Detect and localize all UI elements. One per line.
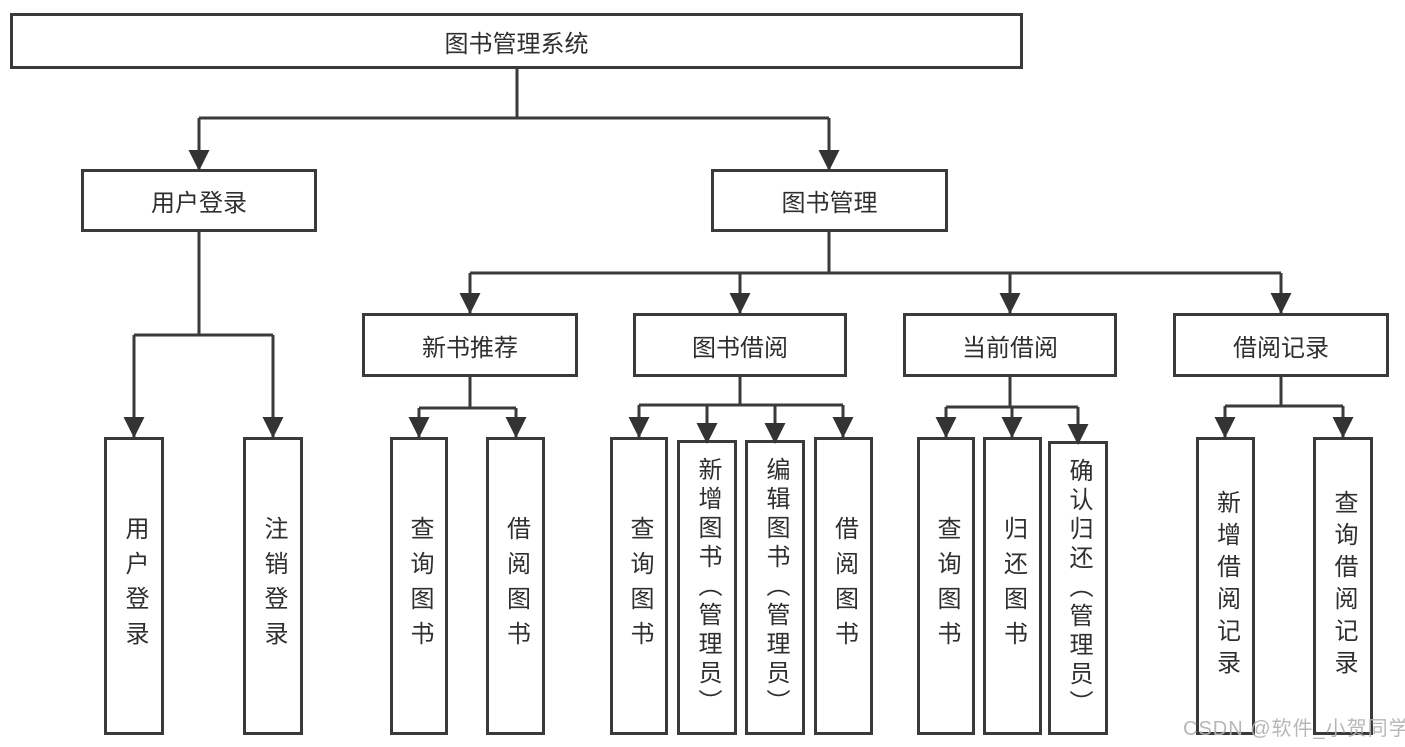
- leaf-add-books-admin: 新增图书（管理员）: [677, 440, 737, 735]
- leaf-confirm-return-admin-label: 确认归还（管理员）: [1065, 457, 1092, 719]
- leaf-query-books-borrowing: 查询图书: [610, 437, 668, 735]
- leaf-add-borrow-record: 新增借阅记录: [1196, 437, 1255, 735]
- leaf-add-borrow-record-label: 新增借阅记录: [1212, 490, 1240, 682]
- leaf-edit-books-admin-label: 编辑图书（管理员）: [762, 457, 789, 718]
- leaf-return-books-label: 归还图书: [999, 516, 1027, 656]
- leaf-add-books-admin-label: 新增图书（管理员）: [694, 457, 721, 718]
- node-user-login: 用户登录: [81, 169, 317, 232]
- leaf-user-login: 用户登录: [104, 437, 164, 735]
- leaf-confirm-return-admin: 确认归还（管理员）: [1048, 441, 1108, 735]
- node-library-system-label: 图书管理系统: [444, 30, 589, 58]
- node-user-login-label: 用户登录: [151, 190, 247, 217]
- leaf-logout-label: 注销登录: [260, 516, 287, 656]
- leaf-query-books-recommend-label: 查询图书: [406, 516, 433, 656]
- leaf-query-books-current: 查询图书: [917, 437, 975, 735]
- node-new-book-recommendation: 新书推荐: [362, 313, 578, 377]
- leaf-query-borrow-record-label: 查询借阅记录: [1330, 490, 1357, 682]
- leaf-borrow-books-recommend-label: 借阅图书: [502, 516, 530, 656]
- leaf-query-books-recommend: 查询图书: [390, 437, 448, 735]
- node-book-borrowing-label: 图书借阅: [692, 334, 788, 362]
- node-book-management: 图书管理: [711, 169, 948, 232]
- leaf-borrow-books-borrowing: 借阅图书: [814, 437, 873, 735]
- leaf-query-books-current-label: 查询图书: [933, 516, 960, 656]
- leaf-borrow-books-recommend: 借阅图书: [486, 437, 545, 735]
- node-current-borrowing: 当前借阅: [903, 313, 1117, 377]
- node-book-borrowing: 图书借阅: [633, 313, 847, 377]
- node-borrowing-records-label: 借阅记录: [1233, 334, 1329, 362]
- leaf-user-login-label: 用户登录: [121, 516, 148, 656]
- node-current-borrowing-label: 当前借阅: [962, 334, 1058, 362]
- watermark-text: CSDN @软件_小贺同学: [1183, 718, 1405, 740]
- leaf-query-borrow-record: 查询借阅记录: [1313, 437, 1373, 735]
- node-borrowing-records: 借阅记录: [1173, 313, 1389, 377]
- leaf-query-books-borrowing-label: 查询图书: [626, 516, 653, 656]
- leaf-logout: 注销登录: [243, 437, 303, 735]
- leaf-borrow-books-borrowing-label: 借阅图书: [830, 516, 858, 656]
- leaf-return-books: 归还图书: [983, 437, 1042, 735]
- node-library-system: 图书管理系统: [10, 13, 1023, 69]
- node-new-book-recommendation-label: 新书推荐: [422, 334, 518, 362]
- node-book-management-label: 图书管理: [781, 190, 878, 217]
- leaf-edit-books-admin: 编辑图书（管理员）: [745, 440, 805, 735]
